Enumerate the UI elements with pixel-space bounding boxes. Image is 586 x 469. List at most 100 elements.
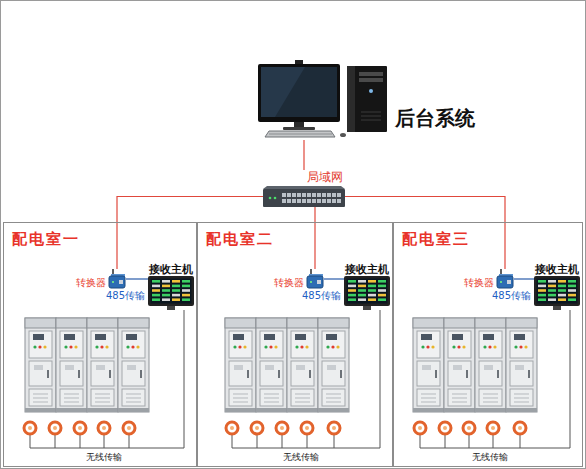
cabinet <box>87 318 118 412</box>
screen-bar <box>548 289 556 292</box>
screen-bar <box>348 298 356 301</box>
screen-bar <box>348 289 356 292</box>
converter-box: 转换器 <box>464 269 514 289</box>
screen-bar <box>558 298 566 301</box>
webcam <box>295 60 303 64</box>
converter-led <box>112 281 114 283</box>
screen-bar <box>152 298 160 301</box>
sensor <box>49 422 61 448</box>
converter-body <box>307 276 323 288</box>
distribution-room: 转换器 接收主机 配电室二 <box>197 222 393 467</box>
host-stand <box>553 306 561 310</box>
host-screen <box>537 279 578 304</box>
cabinet <box>56 318 87 412</box>
screen-bar <box>152 294 160 297</box>
screen-bar <box>358 280 366 283</box>
screen-bar <box>538 280 546 283</box>
room-title: 配电室二 <box>206 230 274 248</box>
switch-port <box>327 193 331 197</box>
text-holder: 局域网 <box>307 170 345 184</box>
host-screen <box>151 279 192 304</box>
sensor <box>439 422 451 448</box>
switch-port <box>282 199 286 203</box>
switch-port <box>312 193 316 197</box>
sensor <box>123 422 135 448</box>
connector <box>303 140 304 170</box>
screen-bar <box>182 280 190 283</box>
converter-box: 转换器 <box>76 269 126 289</box>
screen-bar <box>182 289 190 292</box>
sensor <box>301 422 313 448</box>
converter-body <box>497 276 513 288</box>
switch-port <box>297 199 301 203</box>
host-body <box>344 276 390 306</box>
cabinet <box>413 318 444 412</box>
host-stand <box>167 306 175 310</box>
screen-bar <box>568 280 576 283</box>
screen-bar <box>358 294 366 297</box>
receiver-host: 接收主机 <box>344 263 390 310</box>
pc-tower <box>347 66 387 132</box>
connector <box>514 278 534 279</box>
screen-bar <box>368 289 376 292</box>
wireless-wire <box>30 310 184 448</box>
host-stand <box>363 306 371 310</box>
node-icon <box>255 60 391 140</box>
sensor <box>251 422 263 448</box>
text-holder: 接收主机 <box>149 263 193 276</box>
node-label: 转换器 <box>76 277 106 289</box>
backend-computer: 后台系统 <box>255 60 481 140</box>
node-icon <box>263 186 345 207</box>
edge-label: 485传输 <box>491 290 532 302</box>
screen-bar <box>172 294 180 297</box>
monitor-base <box>283 127 315 130</box>
connector <box>324 278 344 279</box>
screen-bar <box>172 298 180 301</box>
screen-bar <box>548 285 556 288</box>
screen-bar <box>538 298 546 301</box>
screen-bar <box>378 298 386 301</box>
switch-port <box>332 199 336 203</box>
node-icon <box>306 269 324 289</box>
screen-glare <box>261 67 305 117</box>
converter-box: 转换器 <box>274 269 324 289</box>
switch-port <box>312 199 316 203</box>
screen-bar <box>368 298 376 301</box>
screen-bar <box>558 285 566 288</box>
node-label: 局域网 <box>307 170 343 184</box>
screen-bar <box>368 285 376 288</box>
connector <box>345 197 505 270</box>
switch-port <box>282 193 286 197</box>
converter-led <box>310 281 312 283</box>
text-holder: 转换器 <box>464 277 494 289</box>
node-label: 转换器 <box>274 277 304 289</box>
screen-bar <box>152 289 160 292</box>
screen-bar <box>348 280 356 283</box>
screen-bar <box>162 285 170 288</box>
screen-bar <box>172 280 180 283</box>
screen-bar <box>368 294 376 297</box>
cabinet <box>25 318 56 412</box>
switch-port <box>307 199 311 203</box>
text-holder: 接收主机 <box>535 263 579 276</box>
distribution-room: 转换器接收主机配电室一 <box>3 222 197 467</box>
screen-bar <box>162 298 170 301</box>
sensor <box>414 422 426 448</box>
wireless-label: 无线传输 <box>283 452 319 463</box>
switch-port <box>322 193 326 197</box>
receiver-host: 接收主机 <box>534 263 580 310</box>
switch-port <box>317 193 321 197</box>
converter-body <box>109 276 125 288</box>
host-body <box>534 276 580 306</box>
sensor <box>514 422 526 448</box>
screen-bar <box>358 298 366 301</box>
screen-bar <box>152 280 160 283</box>
switch-port <box>292 193 296 197</box>
text-holder: 后台系统 <box>395 106 475 130</box>
screen-bar <box>538 294 546 297</box>
tower-side <box>347 66 355 132</box>
screen-bar <box>538 285 546 288</box>
network-switch: 局域网 <box>263 170 345 207</box>
